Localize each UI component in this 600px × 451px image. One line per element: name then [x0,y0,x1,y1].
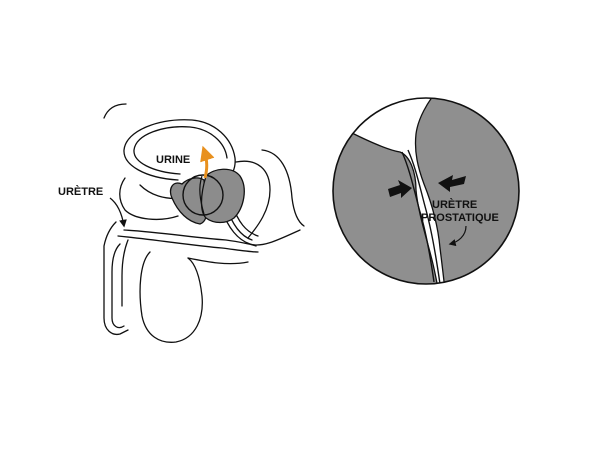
scrotum-contour [139,251,203,343]
bladder-inner-wall [133,126,228,175]
uretre-label: URÈTRE [58,185,103,198]
bladder-outline [123,119,236,183]
curved-pointer-arrow-icon [448,225,467,247]
urethra-channel-upper [123,229,257,247]
glans-contour [121,239,129,307]
urethra-channel-lower [117,235,259,253]
penis-upper-contour [103,221,129,336]
rectum-contour [235,160,271,239]
prostatic-urethra-line [199,175,205,215]
prostate [169,168,245,225]
abdomen-contour [103,103,127,119]
uretre-prostatique-label-line2: PROSTATIQUE [421,212,499,224]
uretre-pointer-arrow-icon [109,197,127,228]
scrotum-junction [187,257,249,265]
compression-arrow-right-icon [388,180,412,198]
zoom-circle-border [332,97,520,285]
pelvic-floor-line [119,177,179,221]
magnified-view: URÈTRE PROSTATIQUE [332,97,520,285]
prostate-left-lobe [169,177,208,225]
urine-label: URINE [156,154,190,166]
zoom-urethra-right-wall [407,149,441,284]
anatomy-sagittal-view [103,103,305,343]
corpus-contour [111,243,125,329]
zoom-urethra-left-wall [401,151,435,283]
compression-arrow-left-icon [438,175,466,192]
buttock-contour [261,149,305,227]
urine-flow-arrow-icon [200,145,215,179]
uretre-prostatique-label-line1: URÈTRE [432,198,477,211]
zoom-source-circle [182,174,224,216]
